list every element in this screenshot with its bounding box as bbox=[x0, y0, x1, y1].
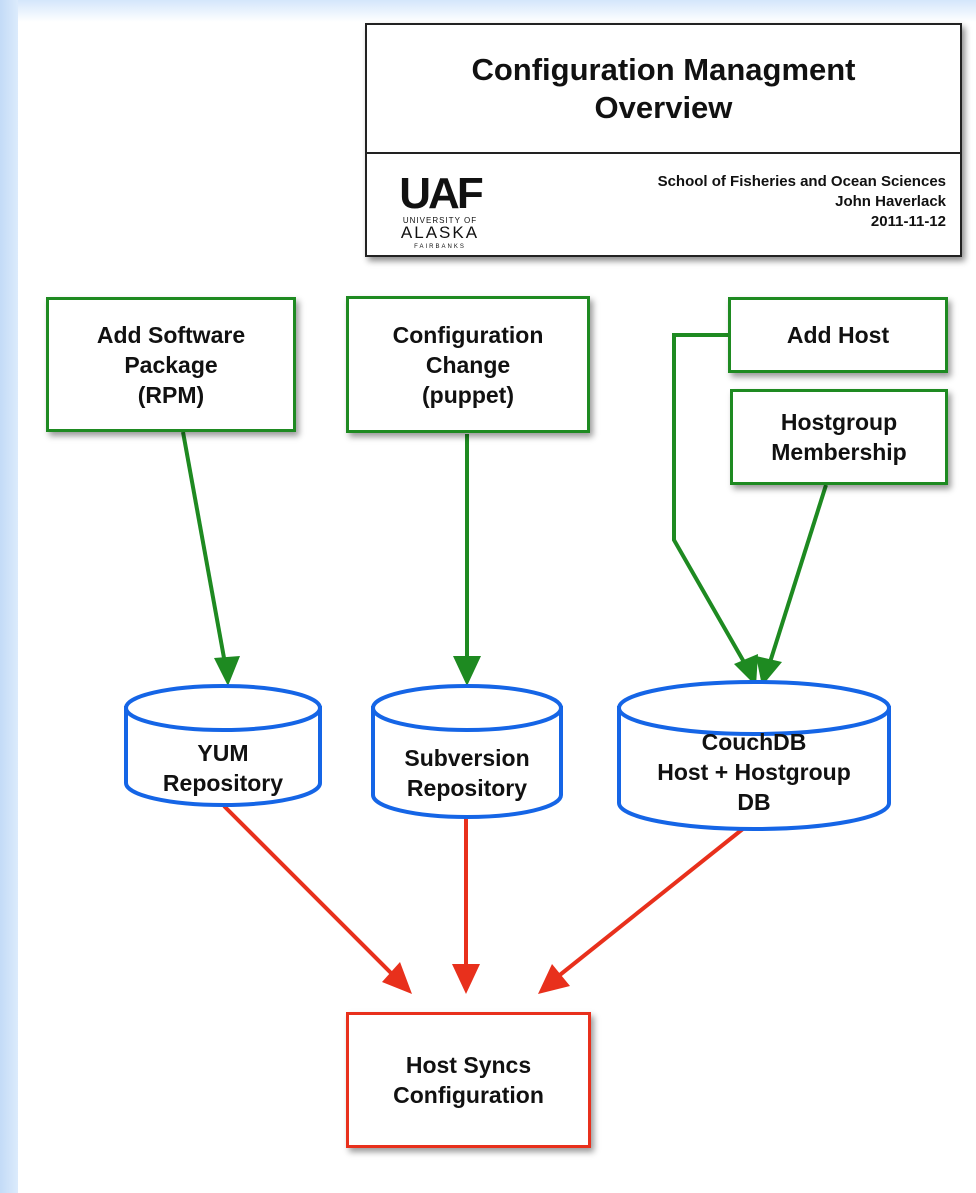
node-add-software-label: Add Software Package (RPM) bbox=[96, 321, 246, 408]
diagram-date: 2011-11-12 bbox=[870, 213, 946, 230]
title-card-meta: School of Fisheries and Ocean Sciences J… bbox=[658, 172, 946, 232]
svg-text:UNIVERSITY OF: UNIVERSITY OF bbox=[403, 216, 477, 225]
node-add-software-package: Add Software Package (RPM) bbox=[46, 297, 296, 432]
org-name: School of Fisheries and Ocean Sciences bbox=[657, 173, 946, 190]
cylinder-yum-label: YUM Repository bbox=[162, 739, 284, 796]
left-margin-strip bbox=[0, 0, 18, 1193]
arrow-addhost-to-couchdb bbox=[672, 333, 754, 677]
node-host-syncs-label: Host Syncs Configuration bbox=[393, 1052, 544, 1108]
title-card: Configuration Managment Overview UAF UNI… bbox=[365, 23, 962, 257]
node-hostgroup-membership-label: Hostgroup Membership bbox=[771, 409, 907, 465]
svg-text:ALASKA: ALASKA bbox=[401, 223, 479, 242]
diagram-title: Configuration Managment Overview bbox=[367, 25, 960, 154]
cylinder-yum-repository bbox=[124, 684, 322, 807]
node-host-syncs-configuration: Host Syncs Configuration bbox=[346, 1012, 591, 1148]
uaf-logo: UAF UNIVERSITY OF ALASKA FAIRBANKS bbox=[399, 169, 485, 250]
diagram-title-text: Configuration Managment Overview bbox=[471, 51, 856, 125]
cylinder-couchdb bbox=[617, 680, 891, 831]
node-add-host-label: Add Host bbox=[786, 322, 890, 348]
arrow-hostgroup-to-couchdb bbox=[763, 484, 828, 679]
arrow-software-to-yum bbox=[181, 431, 230, 681]
node-configuration-change: Configuration Change (puppet) bbox=[346, 296, 590, 433]
node-hostgroup-membership: Hostgroup Membership bbox=[730, 389, 948, 485]
svg-text:UAF: UAF bbox=[399, 169, 483, 218]
cylinder-svn-label: Subversion Repository bbox=[404, 744, 530, 801]
node-configuration-change-label: Configuration Change (puppet) bbox=[392, 321, 544, 408]
cylinder-couchdb-label: CouchDB Host + Hostgroup DB bbox=[657, 729, 851, 815]
node-add-host: Add Host bbox=[728, 297, 948, 373]
svg-text:FAIRBANKS: FAIRBANKS bbox=[414, 244, 466, 250]
arrow-couchdb-to-hostsync bbox=[544, 826, 746, 988]
cylinder-subversion-repository bbox=[371, 684, 563, 819]
arrow-yum-to-hostsync bbox=[222, 804, 406, 988]
author-name: John Haverlack bbox=[835, 193, 946, 210]
